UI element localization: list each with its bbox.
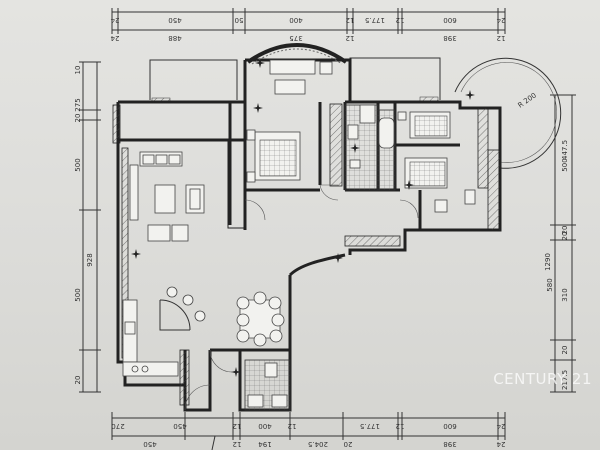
dimension-label: 500 [74, 158, 82, 171]
dimension-label: 500 [561, 158, 569, 171]
dimension-label: 275 [74, 98, 82, 111]
bottom-dimension-lines [111, 412, 506, 450]
bottom-dimension-labels: 270 450 12 400 12 177.5 12 600 24 [111, 422, 505, 430]
dimension-label: 400 [289, 16, 302, 24]
dimension-label: 450 [143, 440, 156, 448]
dimension-label: 24 [496, 440, 505, 448]
plant-icons [131, 58, 475, 377]
right-dimension-lines [550, 94, 576, 393]
dimension-label: 1290 [544, 253, 552, 271]
dimension-label: 217.5 [561, 370, 569, 390]
dimension-label: 400 [258, 422, 271, 430]
round-balcony [454, 57, 562, 169]
living-room-sofa-set [129, 151, 205, 242]
balcony-left [149, 59, 238, 103]
dimension-label: 398 [443, 34, 456, 42]
dimension-label: 12 [233, 440, 242, 448]
dimension-label: 500 [74, 288, 82, 301]
dimension-label: 20 [561, 226, 569, 235]
dimension-label: 398 [443, 440, 456, 448]
dimension-label: 310 [561, 288, 569, 301]
dimension-label: 10 [74, 66, 82, 75]
dimension-label: 928 [86, 253, 94, 266]
dimension-label: 450 [173, 422, 186, 430]
dimension-label: 12 [346, 34, 355, 42]
dimension-label: 600 [443, 422, 456, 430]
bottom-sub-dimension-labels: 450 12 194 204.5 20 398 24 [143, 440, 505, 448]
left-dimension-lines [79, 61, 101, 393]
dining-table-set [236, 291, 285, 347]
dimension-label: 12 [396, 16, 405, 24]
dimension-label: 20 [74, 376, 82, 385]
dimension-label: 24 [110, 34, 119, 42]
dimension-label: 20 [561, 232, 569, 241]
dimension-label: 270 [111, 422, 124, 430]
balcony-right [349, 57, 441, 102]
dimension-label: 194 [258, 440, 272, 448]
top-dimension-labels: 24 450 50 400 12 177.5 12 600 24 [110, 16, 505, 24]
dimension-label: 20 [561, 346, 569, 355]
arched-window-wall [246, 43, 348, 65]
bathroom-1 [344, 104, 379, 191]
dimension-label: 488 [168, 34, 181, 42]
dimension-label: 50 [235, 16, 244, 24]
watermark-logo: CENTURY 21 [493, 370, 592, 388]
dimension-label: 12 [346, 16, 355, 24]
master-bedroom [246, 59, 333, 183]
dimension-label: 12 [233, 422, 242, 430]
bathroom-3 [244, 359, 291, 411]
dimension-label: 177.5 [365, 16, 385, 24]
dimension-label: 375 [289, 34, 302, 42]
bathroom-2 [377, 109, 396, 191]
dimension-label: 177.5 [360, 422, 380, 430]
dimension-label: 12 [396, 422, 405, 430]
dimension-label: 450 [168, 16, 181, 24]
bedroom-upper [397, 111, 451, 139]
kitchen-counters [122, 286, 206, 377]
dimension-label: 24 [110, 16, 119, 24]
radius-label: R 200 [517, 91, 538, 109]
top-sub-dimension-labels: 24 488 375 12 398 12 [110, 34, 505, 42]
dimension-label: 12 [288, 422, 297, 430]
dimension-label: 204.5 [308, 440, 328, 448]
dimension-label: 580 [546, 278, 554, 291]
bedroom-lower [404, 157, 476, 213]
doors [184, 184, 419, 411]
dimension-label: 20 [74, 114, 82, 123]
left-dimension-labels: 10 275 20 500 928 500 20 [74, 66, 94, 385]
dimension-label: 24 [496, 16, 505, 24]
hatched-wall-segments [112, 103, 501, 406]
dimension-label: 24 [496, 422, 505, 430]
dimension-label: 20 [344, 440, 353, 448]
dimension-label: 447.5 [561, 140, 569, 160]
dimension-label: 600 [443, 16, 456, 24]
top-dimension-lines [111, 8, 506, 34]
dimension-label: 12 [497, 34, 506, 42]
